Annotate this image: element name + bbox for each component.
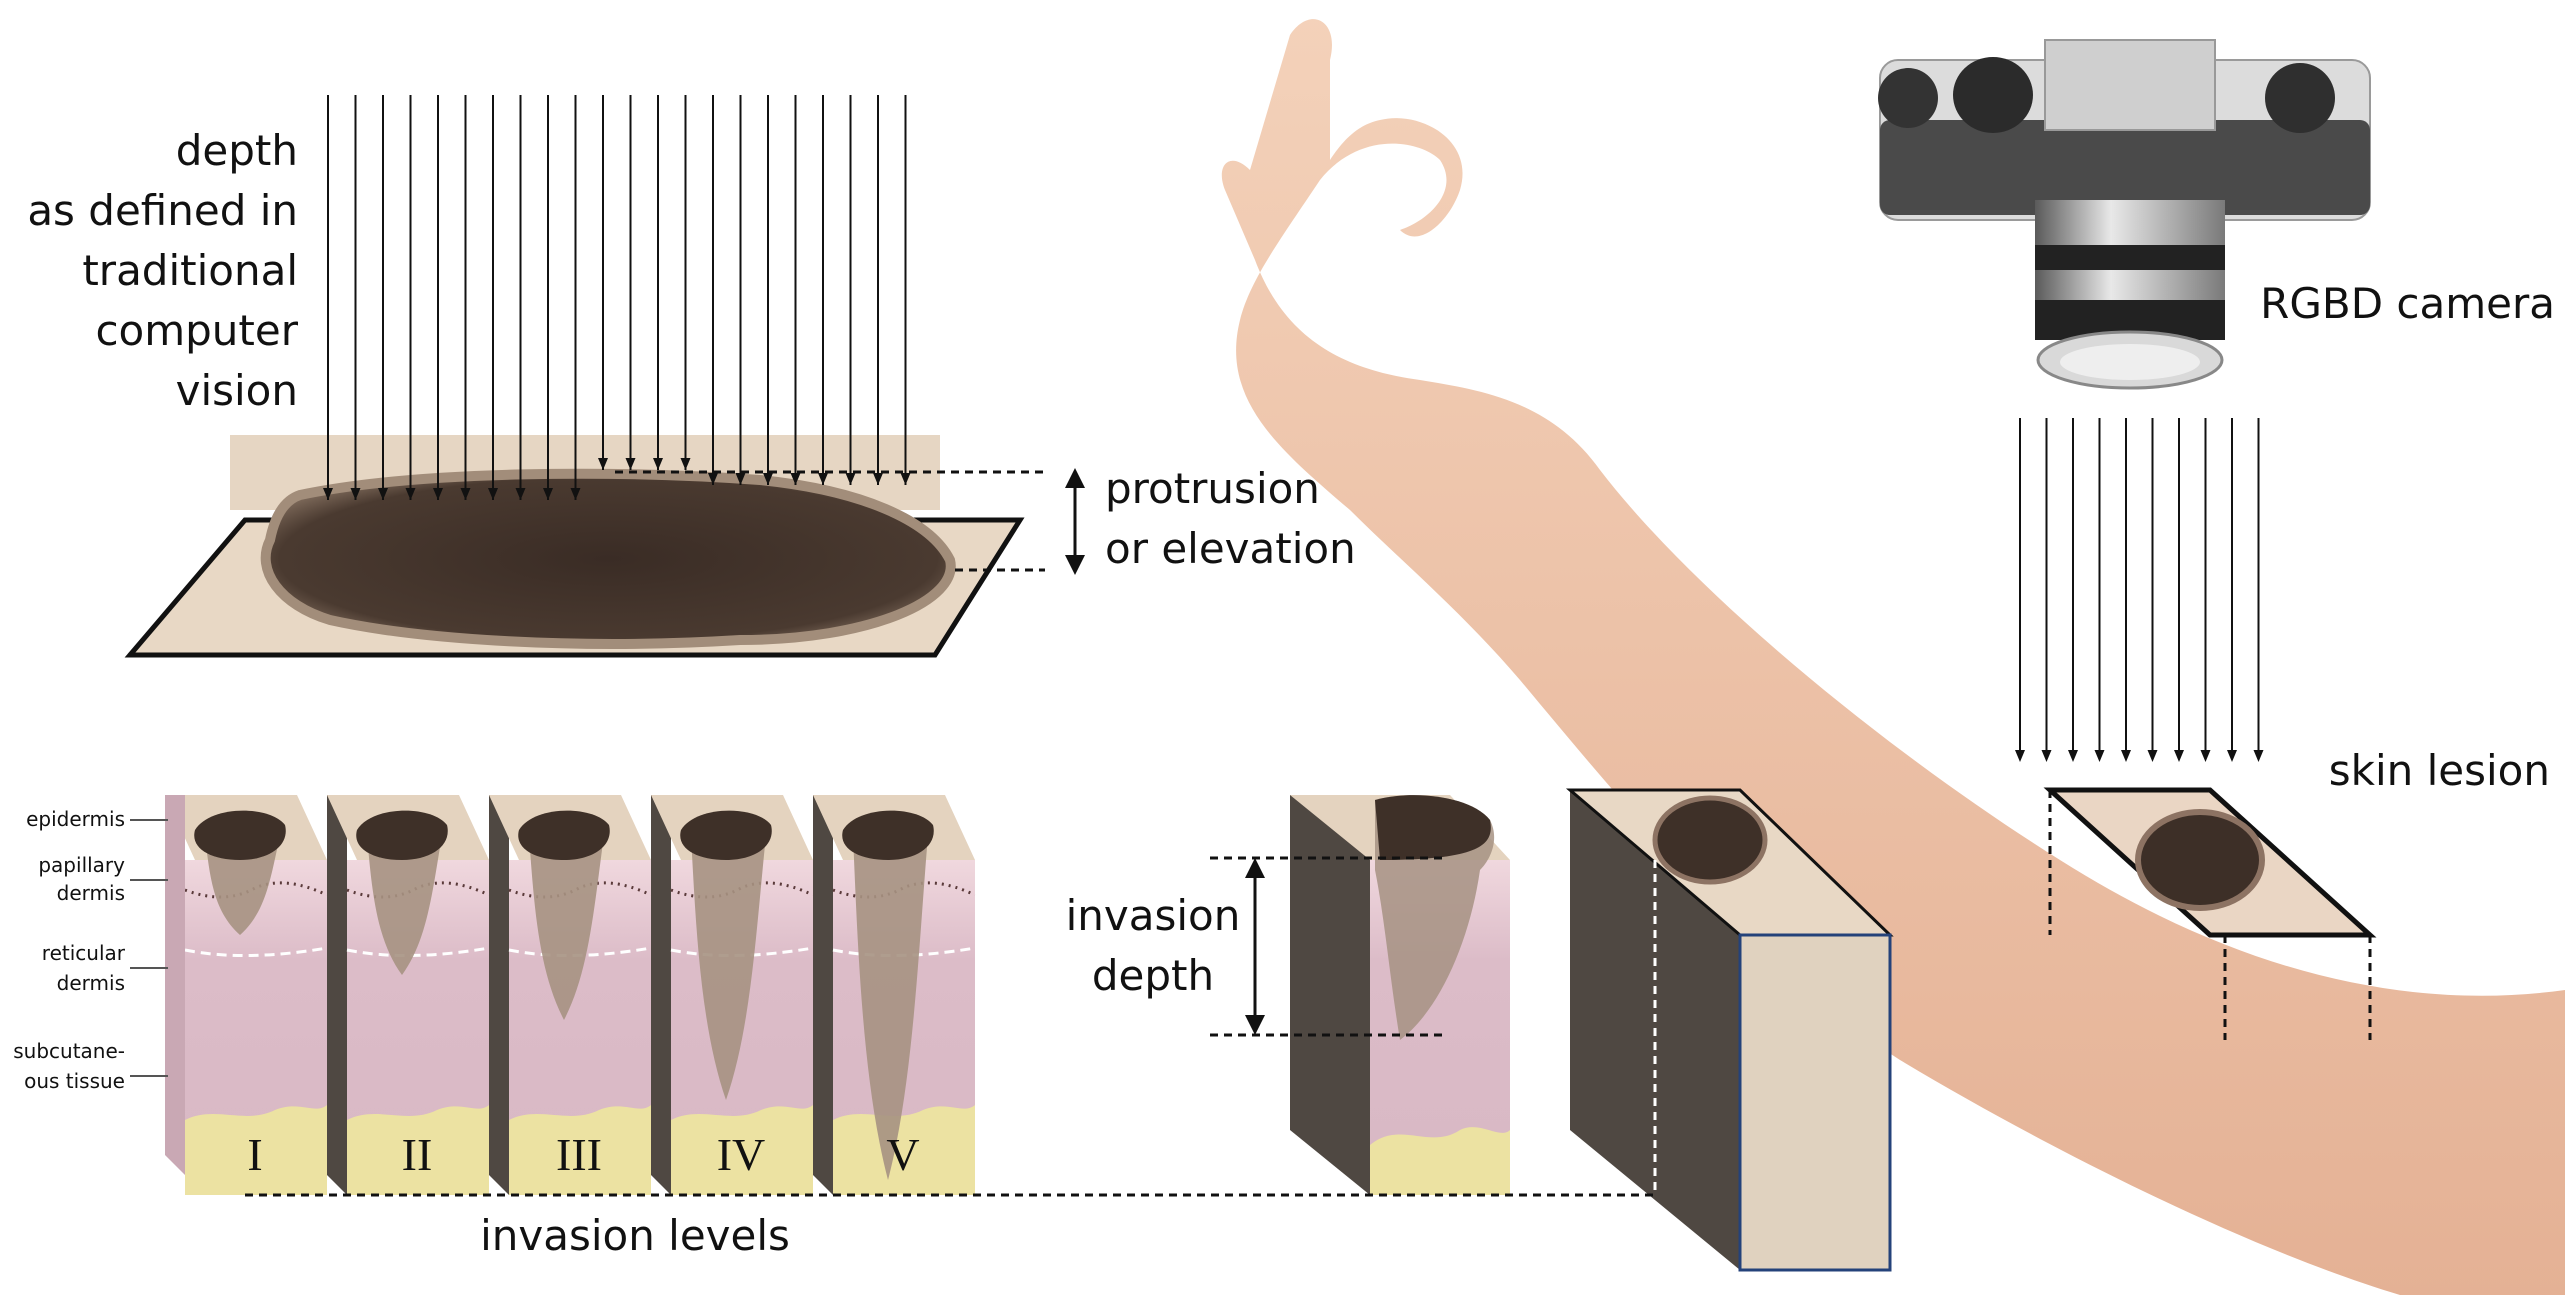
camera-arrow-head xyxy=(2253,750,2264,762)
depth-label-line-3: traditional xyxy=(82,246,298,295)
volume-slab xyxy=(245,788,1894,1272)
depth-arrow-head xyxy=(845,473,856,485)
arm-lesion-patch xyxy=(2043,787,2377,1040)
depth-arrow-head xyxy=(598,458,608,470)
layer-reticular-label-2: dermis xyxy=(57,971,125,995)
depth-arrow-head xyxy=(543,488,553,500)
invasion-level-numeral: V xyxy=(886,1129,919,1180)
invasion-level-slab: I xyxy=(165,795,328,1195)
depth-label-line-5: vision xyxy=(176,366,298,415)
arm-illustration xyxy=(1221,19,2565,1295)
layer-labels: epidermis papillary dermis reticular der… xyxy=(13,807,168,1093)
layer-subcutaneous-label-2: ous tissue xyxy=(24,1069,125,1093)
depth-arrow-head xyxy=(323,488,333,500)
protrusion-label: protrusion or elevation xyxy=(1105,464,1356,573)
invasion-levels-label: invasion levels xyxy=(480,1211,790,1260)
depth-arrow-head xyxy=(433,488,443,500)
invasion-level-slab: II xyxy=(327,795,490,1195)
camera-arrow-head xyxy=(2200,750,2211,762)
protrusion-arrow xyxy=(1065,468,1085,575)
invasion-depth-label: invasion depth xyxy=(1066,891,1241,1000)
invasion-level-numeral: II xyxy=(402,1129,433,1180)
camera-arrow-head xyxy=(2147,750,2158,762)
depth-arrow-head xyxy=(515,488,526,500)
camera-depth-arrows xyxy=(2015,418,2264,762)
depth-arrow-head xyxy=(378,488,388,500)
camera-arrow-head xyxy=(2094,750,2105,762)
depth-arrow-head xyxy=(873,473,883,485)
layer-epidermis-label: epidermis xyxy=(26,807,125,831)
depth-arrow-head xyxy=(708,473,718,485)
protrusion-label-line-2: or elevation xyxy=(1105,524,1356,573)
invasion-level-slab: IV xyxy=(651,795,814,1195)
depth-arrow-head xyxy=(680,458,691,470)
depth-arrow-head xyxy=(625,458,636,470)
protrusion-label-line-1: protrusion xyxy=(1105,464,1320,513)
invasion-depth-slab xyxy=(1210,795,1510,1195)
depth-arrow-head xyxy=(488,488,498,500)
depth-label-line-2: as defined in xyxy=(27,186,298,235)
depth-plate-diagram xyxy=(124,95,1045,658)
camera-arrow-head xyxy=(2174,750,2184,762)
invasion-depth-line-2: depth xyxy=(1092,951,1214,1000)
invasion-level-slab: III xyxy=(489,795,652,1195)
depth-label-line-4: computer xyxy=(95,306,298,355)
invasion-level-numeral: I xyxy=(247,1129,262,1180)
invasion-level-numeral: IV xyxy=(717,1129,766,1180)
depth-arrow-head xyxy=(818,473,828,485)
layer-subcutaneous-label-1: subcutane- xyxy=(13,1039,125,1063)
depth-arrow-head xyxy=(350,488,361,500)
depth-arrow-head xyxy=(570,488,581,500)
depth-arrow-head xyxy=(653,458,663,470)
camera-arrow-head xyxy=(2068,750,2078,762)
depth-arrow-head xyxy=(405,488,416,500)
layer-papillary-label-2: dermis xyxy=(57,881,125,905)
invasion-level-numeral: III xyxy=(556,1129,602,1180)
layer-reticular-label-1: reticular xyxy=(42,941,126,965)
depth-arrow-head xyxy=(763,473,773,485)
depth-arrow-head xyxy=(900,473,911,485)
invasion-level-slab: V xyxy=(813,795,976,1195)
layer-papillary-label-1: papillary xyxy=(38,853,125,877)
camera-arrow-head xyxy=(2041,750,2052,762)
camera-arrow-head xyxy=(2227,750,2237,762)
skin-lesion-label: skin lesion xyxy=(2329,746,2550,795)
depth-arrow-head xyxy=(460,488,471,500)
rgbd-camera-icon xyxy=(1878,39,2371,390)
invasion-depth-line-1: invasion xyxy=(1066,891,1241,940)
depth-arrow-head xyxy=(790,473,801,485)
camera-arrow-head xyxy=(2121,750,2131,762)
camera-arrow-head xyxy=(2015,750,2025,762)
depth-label-line-1: depth xyxy=(176,126,298,175)
depth-arrow-head xyxy=(735,473,746,485)
depth-label: depth as defined in traditional computer… xyxy=(27,126,298,415)
camera-label: RGBD camera xyxy=(2260,279,2555,328)
